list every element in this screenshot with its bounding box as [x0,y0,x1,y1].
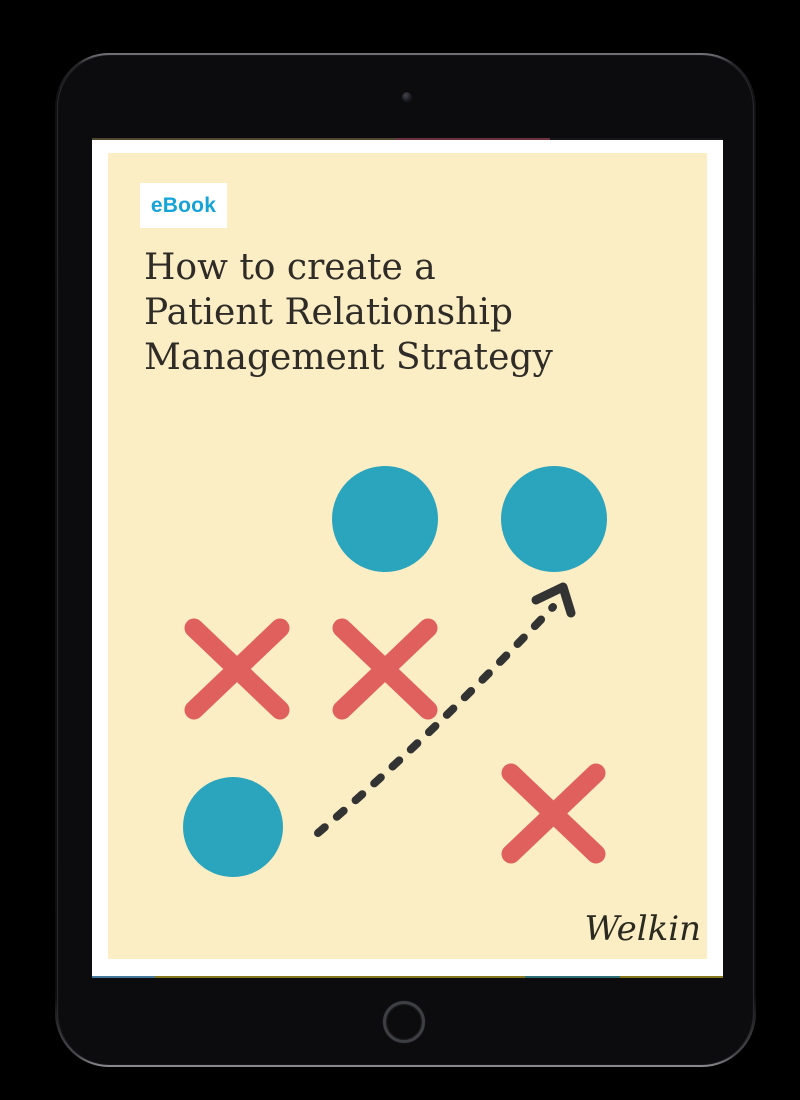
strip-segment [550,138,723,140]
screen-edge-strip-bottom [92,976,723,978]
arrow-head-icon [531,582,576,618]
cover-title: How to create a Patient Relationship Man… [144,247,553,378]
screen-edge-strip-top [92,138,723,140]
strip-segment [92,138,396,140]
strip-segment [620,976,723,978]
tablet-screen: eBook How to create a Patient Relationsh… [92,138,723,978]
circle-marker [332,466,438,572]
strategy-diagram [183,466,607,877]
ebook-cover: eBook How to create a Patient Relationsh… [108,153,707,959]
x-marker [184,618,290,720]
strip-segment [525,976,620,978]
front-camera-icon [402,92,412,102]
tablet-frame: eBook How to create a Patient Relationsh… [55,53,756,1067]
ebook-badge-label: eBook [150,193,217,217]
dashed-arrow-line [314,603,557,837]
x-marker [332,618,438,720]
circle-marker [183,777,283,877]
home-button [383,1001,425,1043]
strip-segment [396,138,550,140]
strip-segment [92,976,155,978]
ebook-badge: eBook [140,183,227,228]
x-marker [501,763,606,864]
welkin-wordmark: Welkin [584,909,701,949]
circle-marker [501,466,607,572]
strip-segment [155,976,525,978]
